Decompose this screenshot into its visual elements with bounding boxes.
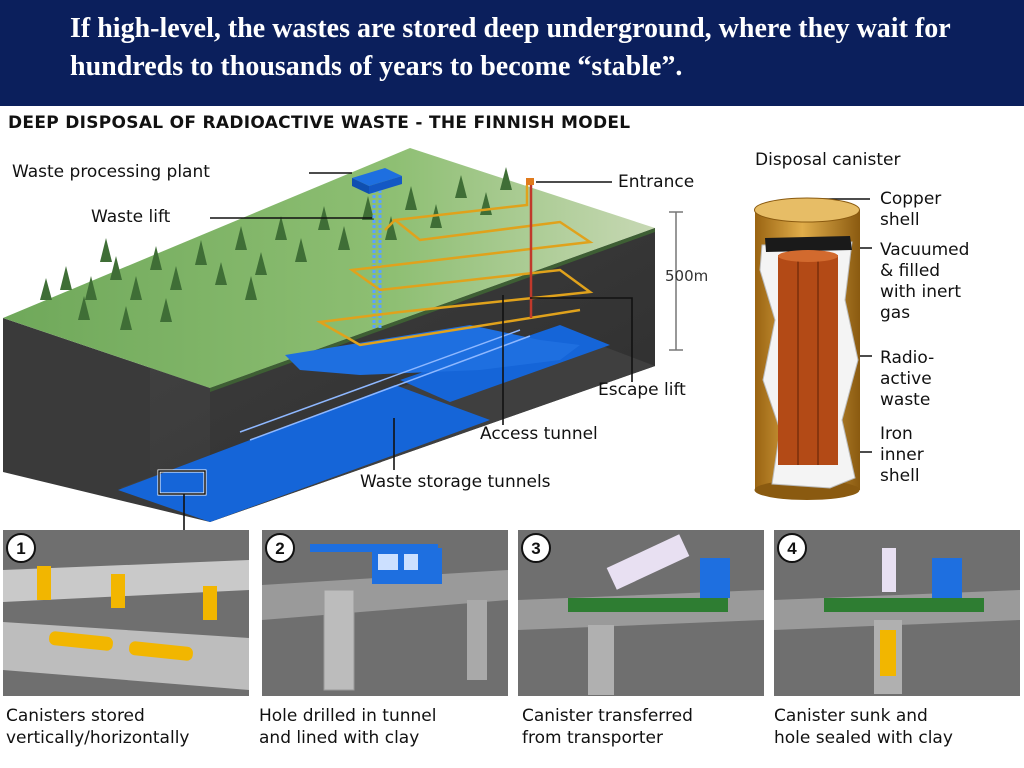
slide-title: If high-level, the wastes are stored dee… [70, 13, 951, 82]
disposal-diagram [3, 148, 872, 530]
canister-title: Disposal canister [755, 150, 901, 170]
drilled-hole [323, 589, 355, 691]
step-number-3: 3 [531, 539, 540, 558]
canister-vertical-2 [111, 574, 125, 608]
label-depth: 500m [665, 267, 709, 285]
step-number-2: 2 [275, 539, 284, 558]
access-tunnel [316, 185, 594, 347]
step-caption-2: Hole drilled in tunnel and lined with cl… [259, 706, 437, 748]
processing-plant-building [352, 168, 402, 186]
step-number-1: 1 [16, 539, 25, 558]
waste-fuel-rods [778, 255, 838, 465]
label-escape-lift: Escape lift [598, 380, 686, 400]
canister-horizontal-2 [129, 641, 193, 661]
canister-horizontal-1 [49, 631, 113, 651]
storage-panel-a [118, 385, 490, 522]
label-waste-processing-plant: Waste processing plant [12, 162, 210, 182]
gas-gap [765, 236, 852, 252]
transporter-cab [932, 558, 962, 598]
transporter-base [824, 598, 984, 612]
waste-lift [352, 168, 402, 330]
disposal-hole [588, 625, 614, 695]
waste-storage-tunnels [118, 325, 610, 522]
horizontal-tunnel-upper [3, 560, 249, 602]
label-entrance: Entrance [618, 172, 695, 192]
label-iron-inner-shell: Iron inner shell [880, 424, 924, 486]
label-radioactive-waste: Radio- active waste [880, 348, 935, 410]
step-number-4: 4 [787, 539, 797, 558]
escape-lift [526, 178, 534, 318]
step-caption-4: Canister sunk and hole sealed with clay [774, 706, 953, 748]
step-caption-1: Canisters stored vertically/horizontally [6, 706, 190, 748]
step-panel-3: 3 [518, 530, 764, 696]
label-copper-shell: Copper shell [880, 189, 942, 230]
diagram-heading: DEEP DISPOSAL OF RADIOACTIVE WASTE - THE… [8, 113, 631, 133]
label-vacuumed-gas: Vacuumed & filled with inert gas [880, 240, 970, 323]
canister-vertical-3 [203, 586, 217, 620]
step-panel-1: 1 [3, 530, 249, 696]
storage-panel-c [285, 325, 580, 375]
label-waste-lift: Waste lift [91, 207, 171, 227]
canister-being-transferred [606, 534, 690, 590]
label-waste-storage-tunnels: Waste storage tunnels [360, 472, 551, 492]
label-access-tunnel: Access tunnel [480, 424, 598, 444]
disposal-canister [754, 197, 860, 500]
step-panel-4: 4 [774, 530, 1020, 696]
canister-vertical-1 [37, 566, 51, 600]
sunk-canister [880, 630, 896, 676]
step-caption-3: Canister transferred from transporter [522, 706, 693, 748]
step-panel-2: 2 [262, 530, 508, 696]
entrance-marker [526, 178, 534, 185]
depth-scale [669, 211, 683, 351]
transporter-base [568, 598, 728, 612]
transporter-cab [700, 558, 730, 598]
title-banner: If high-level, the wastes are stored dee… [0, 0, 1024, 106]
